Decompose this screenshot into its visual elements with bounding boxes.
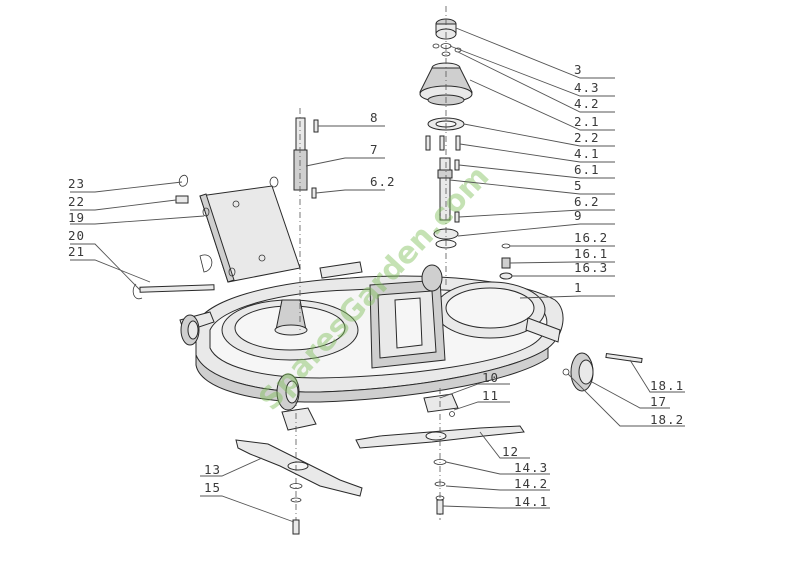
blade-adapter-right xyxy=(423,388,459,520)
callout-16-2: 16.2 xyxy=(574,230,608,245)
callout-18-2: 18.2 xyxy=(650,412,684,427)
callout-6-2-right: 6.2 xyxy=(574,194,600,209)
callout-13: 13 xyxy=(204,462,221,477)
callout-14-3: 14.3 xyxy=(514,460,548,475)
callout-4-2: 4.2 xyxy=(574,96,600,111)
callout-3: 3 xyxy=(574,62,583,77)
callout-16-3: 16.3 xyxy=(574,260,608,275)
drive-shaft-left xyxy=(293,108,319,330)
deck-wheel-right xyxy=(570,352,594,392)
callout-8: 8 xyxy=(370,110,379,125)
blade-left xyxy=(235,439,363,497)
callout-2-2: 2.2 xyxy=(574,130,600,145)
callout-11: 11 xyxy=(482,388,499,403)
callout-10: 10 xyxy=(482,370,499,385)
callout-22: 22 xyxy=(68,194,85,209)
wheel-axle xyxy=(562,352,643,376)
callout-9: 9 xyxy=(574,208,583,223)
callout-labels: 3 4.3 4.2 2.1 2.2 4.1 6.1 5 6.2 9 16.2 1… xyxy=(68,62,684,509)
callout-6-1: 6.1 xyxy=(574,162,600,177)
callout-15: 15 xyxy=(204,480,221,495)
callout-14-2: 14.2 xyxy=(514,476,548,491)
callout-20: 20 xyxy=(68,228,85,243)
callout-1: 1 xyxy=(574,280,583,295)
callout-16-1: 16.1 xyxy=(574,246,608,261)
callout-6-2-left: 6.2 xyxy=(370,174,396,189)
callout-4-3: 4.3 xyxy=(574,80,600,95)
callout-21: 21 xyxy=(68,244,85,259)
callout-23: 23 xyxy=(68,176,85,191)
callout-17: 17 xyxy=(650,394,667,409)
deck-wheel-front xyxy=(276,373,300,411)
callout-2-1: 2.1 xyxy=(574,114,600,129)
callout-7: 7 xyxy=(370,142,379,157)
callout-5: 5 xyxy=(574,178,583,193)
bracket-plate xyxy=(199,176,301,283)
leader-lines xyxy=(70,27,685,523)
spindle-assembly xyxy=(419,6,513,285)
callout-12: 12 xyxy=(502,444,519,459)
callout-14-1: 14.1 xyxy=(514,494,548,509)
callout-18-1: 18.1 xyxy=(650,378,684,393)
callout-4-1: 4.1 xyxy=(574,146,600,161)
callout-19: 19 xyxy=(68,210,85,225)
mower-deck xyxy=(179,261,564,403)
deck-wheel-left xyxy=(180,314,200,346)
blade-adapter-left xyxy=(281,400,317,535)
